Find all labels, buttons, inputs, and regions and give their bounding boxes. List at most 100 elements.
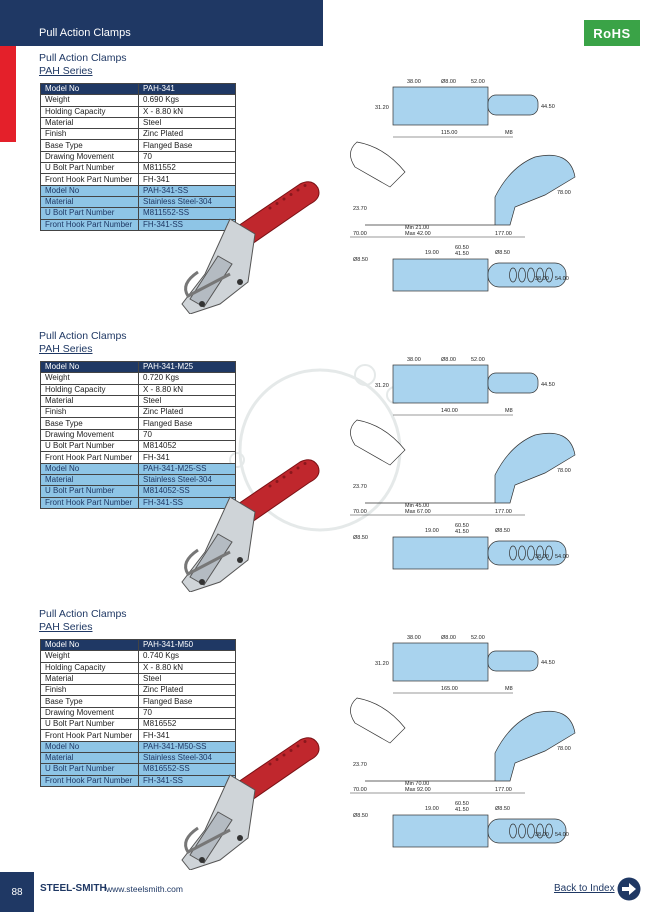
series-link[interactable]: PAH Series bbox=[39, 343, 93, 355]
spec-label: Weight bbox=[40, 94, 139, 107]
spec-value: Zinc Plated bbox=[138, 128, 236, 141]
spec-label: U Bolt Part Number bbox=[40, 162, 139, 175]
spec-label: Base Type bbox=[40, 695, 139, 708]
series-link[interactable]: PAH Series bbox=[39, 621, 93, 633]
dimension-label: 60.50 bbox=[455, 801, 469, 807]
clamp-photo bbox=[181, 459, 320, 592]
spec-label: Model No bbox=[40, 82, 139, 96]
dimension-label: 165.00 bbox=[441, 686, 458, 692]
spec-value: FH-341-SS bbox=[138, 218, 236, 231]
website-link[interactable]: www.steelsmith.com bbox=[106, 884, 183, 894]
dimension-label: 44.50 bbox=[541, 104, 555, 110]
dimension-label: 38.00 bbox=[535, 276, 549, 282]
dimension-label: 41.50 bbox=[455, 529, 469, 535]
dimension-label: 52.00 bbox=[471, 357, 485, 363]
dimension-label: Ø8.50 bbox=[353, 813, 368, 819]
back-to-index-link[interactable]: Back to Index bbox=[554, 883, 615, 894]
dimension-label: 19.00 bbox=[425, 250, 439, 256]
spec-label: Drawing Movement bbox=[40, 428, 139, 442]
dimension-label: 78.00 bbox=[557, 468, 571, 474]
dimension-label: Max 92.00 bbox=[405, 787, 431, 793]
page-title: Pull Action Clamps bbox=[39, 27, 131, 39]
dimension-label: 38.00 bbox=[535, 832, 549, 838]
dimension-label: 140.00 bbox=[441, 408, 458, 414]
spec-label: Finish bbox=[40, 128, 139, 141]
spec-value: Flanged Base bbox=[138, 417, 236, 430]
spec-label: Material bbox=[40, 672, 139, 686]
spec-label: Material bbox=[40, 473, 139, 487]
dimension-label: 23.70 bbox=[353, 206, 367, 212]
dimension-label: 38.00 bbox=[407, 635, 421, 641]
spec-label: Base Type bbox=[40, 139, 139, 152]
dimension-label: 70.00 bbox=[353, 231, 367, 237]
spec-value: Zinc Plated bbox=[138, 684, 236, 697]
dimension-label: 41.50 bbox=[455, 807, 469, 813]
spec-value: Steel bbox=[138, 394, 236, 408]
spec-label: Holding Capacity bbox=[40, 383, 139, 396]
dimension-label: Max 67.00 bbox=[405, 509, 431, 515]
dimension-label: 31.20 bbox=[375, 383, 389, 389]
spec-value: 70 bbox=[138, 428, 236, 442]
spec-label: Model No bbox=[40, 740, 139, 753]
dimension-label: Min 70.00 bbox=[405, 781, 429, 787]
dimension-label: 54.00 bbox=[555, 276, 569, 282]
spec-label: Model No bbox=[40, 462, 139, 475]
dimension-label: Ø8.50 bbox=[353, 257, 368, 263]
spec-value: Zinc Plated bbox=[138, 406, 236, 419]
dimension-label: 60.50 bbox=[455, 523, 469, 529]
dimension-label: 70.00 bbox=[353, 509, 367, 515]
spec-label: U Bolt Part Number bbox=[40, 440, 139, 453]
spec-label: U Bolt Part Number bbox=[40, 207, 139, 220]
dimension-label: Ø8.50 bbox=[495, 250, 510, 256]
spec-label: Holding Capacity bbox=[40, 661, 139, 674]
dimension-label: 31.20 bbox=[375, 661, 389, 667]
dimension-label: M8 bbox=[505, 130, 513, 136]
dimension-label: 177.00 bbox=[495, 231, 512, 237]
spec-label: Front Hook Part Number bbox=[40, 173, 139, 186]
spec-label: Material bbox=[40, 394, 139, 408]
dimension-label: 60.50 bbox=[455, 245, 469, 251]
dimension-label: Min 21.00 bbox=[405, 225, 429, 231]
spec-value: Flanged Base bbox=[138, 695, 236, 708]
dimension-label: 177.00 bbox=[495, 509, 512, 515]
dimension-label: 78.00 bbox=[557, 190, 571, 196]
section-heading: Pull Action Clamps bbox=[39, 52, 127, 64]
spec-value: Stainless Steel-304 bbox=[138, 751, 236, 765]
dimension-label: 41.50 bbox=[455, 251, 469, 257]
spec-label: U Bolt Part Number bbox=[40, 763, 139, 776]
spec-value: 70 bbox=[138, 150, 236, 164]
spec-value: X - 8.80 kN bbox=[138, 105, 236, 118]
spec-label: Model No bbox=[40, 184, 139, 197]
arrow-right-icon[interactable] bbox=[617, 877, 641, 901]
dimension-label: 115.00 bbox=[441, 130, 457, 136]
spec-value: Steel bbox=[138, 672, 236, 686]
dimension-label: 54.00 bbox=[555, 832, 569, 838]
spec-label: Finish bbox=[40, 684, 139, 697]
series-link[interactable]: PAH Series bbox=[39, 65, 93, 77]
dimension-label: 38.00 bbox=[407, 357, 421, 363]
dimension-label: 70.00 bbox=[353, 787, 367, 793]
spec-label: Weight bbox=[40, 372, 139, 385]
spec-label: Front Hook Part Number bbox=[40, 451, 139, 464]
dimension-label: 44.50 bbox=[541, 382, 555, 388]
